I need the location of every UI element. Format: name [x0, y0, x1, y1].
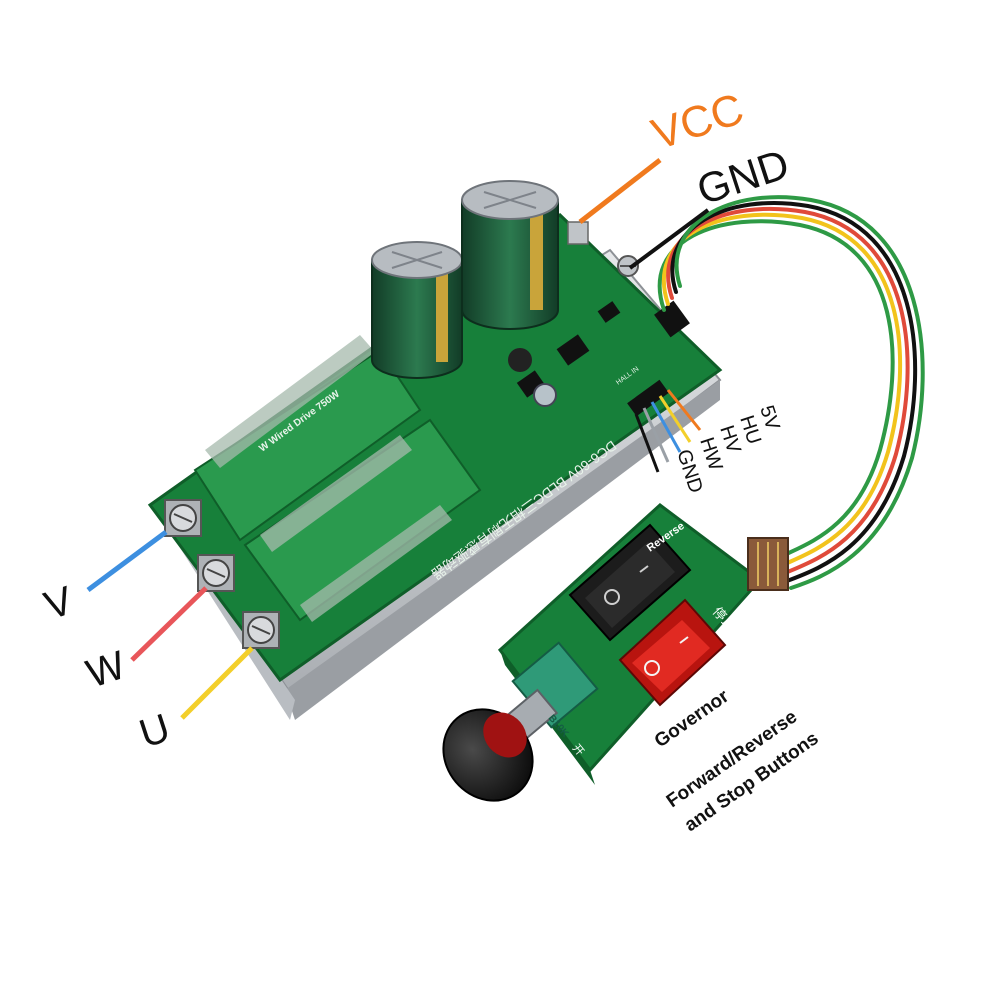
terminal-u [242, 611, 280, 649]
v-callout-wire [86, 529, 168, 593]
terminal-w [197, 554, 235, 592]
capacitor-right [461, 180, 559, 330]
main-pcb [147, 213, 723, 683]
capacitor-left [371, 241, 463, 379]
u-callout-wire [180, 646, 254, 720]
v-label: V [39, 578, 78, 628]
forward-reverse-button[interactable] [568, 523, 692, 642]
w-label: W [81, 643, 131, 697]
gnd-callout-wire [628, 208, 710, 270]
vcc-callout-wire [578, 158, 662, 224]
w-callout-wire [130, 586, 208, 662]
hall-callout-wires [634, 389, 702, 473]
governor-potentiometer[interactable] [425, 641, 599, 819]
terminal-v [164, 499, 202, 537]
vcc-label: VCC [646, 84, 750, 159]
stop-button[interactable] [618, 598, 727, 707]
ribbon-cable [657, 195, 925, 590]
u-label: U [134, 706, 175, 757]
